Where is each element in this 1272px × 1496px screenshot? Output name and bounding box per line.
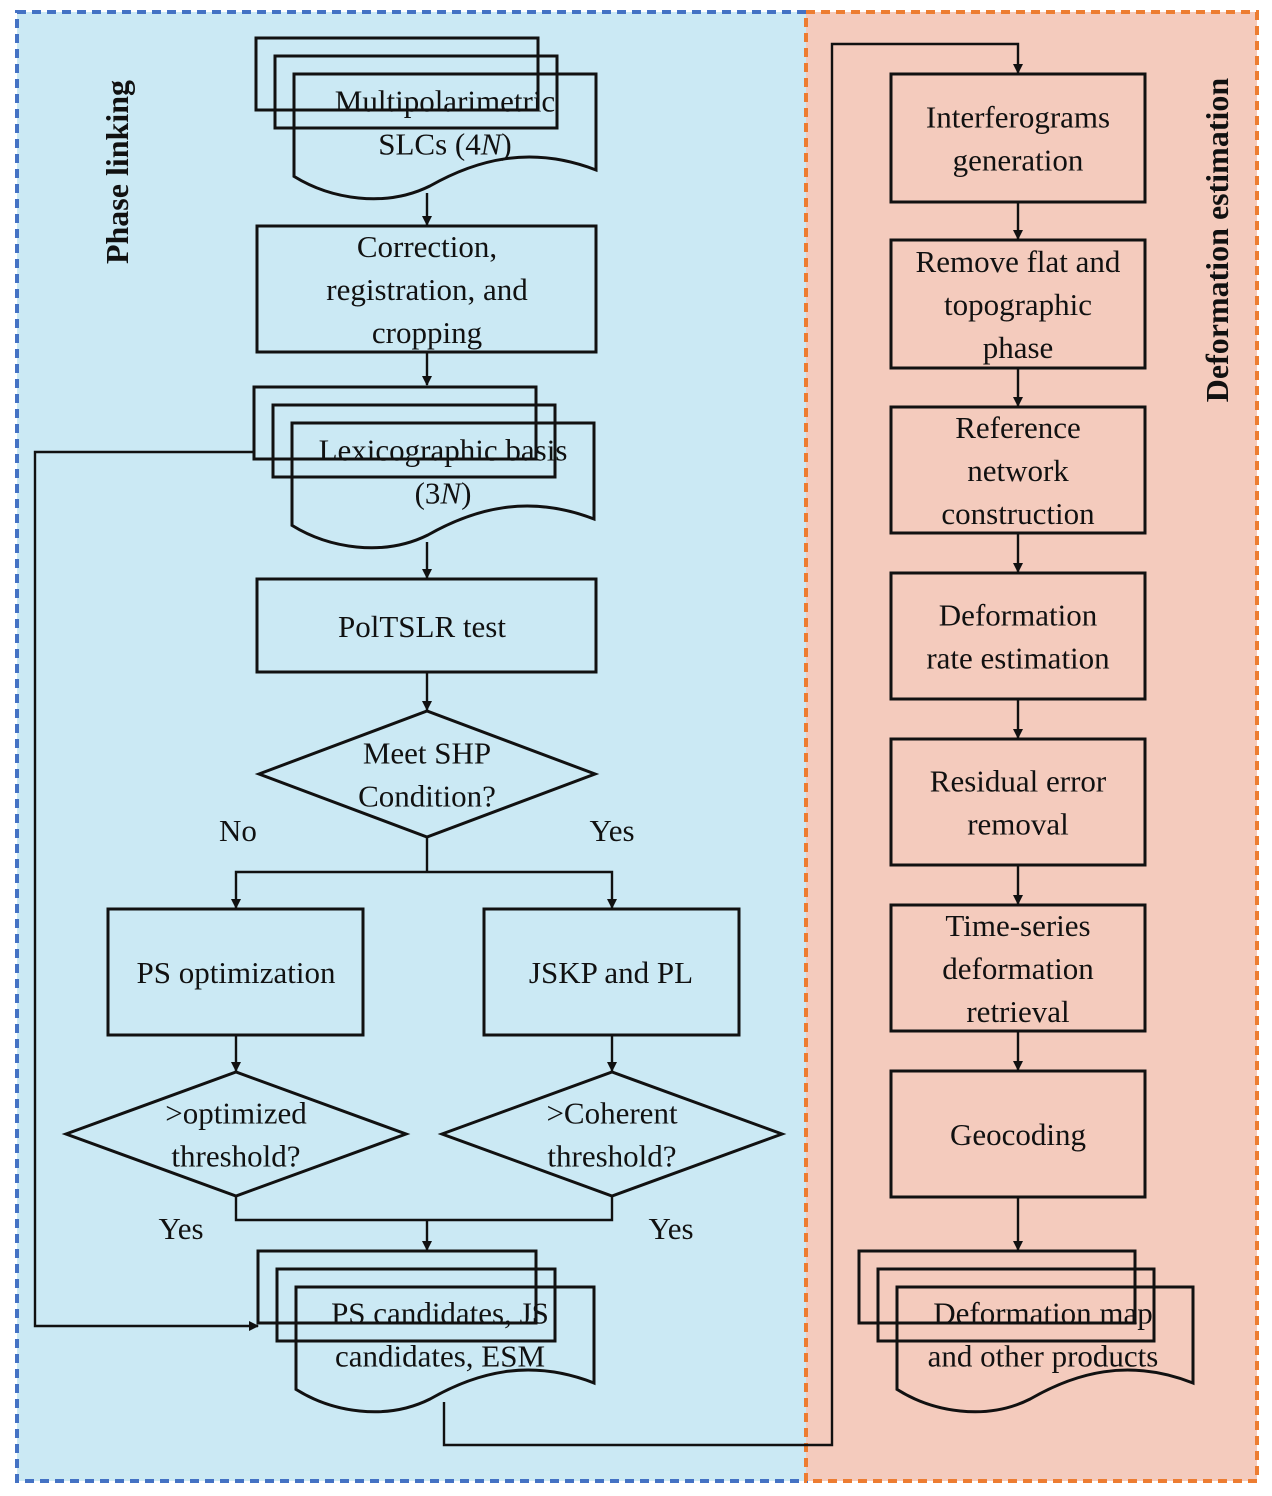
deformation-estimation-panel — [804, 10, 1259, 1483]
deformation-step-label-5-line: Residual error — [930, 764, 1107, 799]
output-label-line: and other products — [928, 1339, 1159, 1374]
ps-optimization-label-line: PS optimization — [137, 955, 336, 990]
output-document-stack-sheet-front — [895, 1285, 1195, 1414]
connector-thresholds-merge — [234, 1196, 614, 1222]
candidates-label: PS candidates, JS candidates, ESM — [331, 1296, 549, 1374]
lexicographic-label-line: (3N) — [415, 476, 472, 511]
yes-left-label: Yes — [158, 1211, 203, 1246]
deformation-step-label-7: Geocoding — [950, 1117, 1086, 1152]
candidates-document-stack — [256, 1249, 596, 1414]
deformation-step-label-4-line: rate estimation — [926, 641, 1110, 676]
deformation-step-label-1: Interferograms generation — [926, 100, 1110, 178]
output-document-stack — [857, 1249, 1195, 1414]
deformation-step-label-2-line: phase — [983, 330, 1054, 365]
candidates-document-stack-sheet-middle — [275, 1267, 557, 1343]
arrow-shp-to-jskp — [427, 870, 617, 909]
output-document-stack-sheet-middle — [876, 1267, 1156, 1343]
deformation-step-label-2: Remove flat and topographic phase — [916, 244, 1121, 365]
deformation-step-label-3-line: construction — [941, 496, 1095, 531]
coherent-threshold-diamond — [437, 1070, 787, 1198]
deformation-step-label-2-line: Remove flat and — [916, 244, 1121, 279]
correction-label-line: registration, and — [326, 272, 528, 307]
yes-right-label: Yes — [648, 1211, 693, 1246]
deformation-step-label-6-line: deformation — [942, 951, 1094, 986]
deformation-step-label-1-line: Interferograms — [926, 100, 1110, 135]
no-branch-label: No — [219, 813, 257, 848]
no-branch-label-line: No — [219, 813, 257, 848]
arrow-lexicographic-to-candidates — [33, 450, 259, 1331]
optimized-threshold-diamond — [61, 1070, 411, 1198]
yes-branch-label: Yes — [589, 813, 634, 848]
shp-decision-label: Meet SHP Condition? — [358, 736, 496, 814]
phase-linking-title: Phase linking — [99, 80, 135, 264]
deformation-step-label-5: Residual error removal — [930, 764, 1107, 842]
slcs-label-line: Multipolarimetric — [335, 84, 555, 119]
candidates-document-stack-sheet-front — [294, 1285, 596, 1414]
lexicographic-label: Lexicographic basis (3N) — [319, 433, 568, 511]
lexicographic-document-stack-sheet-middle — [271, 403, 557, 479]
deformation-step-label-6: Time-series deformation retrieval — [942, 908, 1094, 1029]
deformation-step-label-3-line: Reference — [955, 410, 1081, 445]
deformation-step-label-1-line: generation — [953, 143, 1084, 178]
deformation-step-label-5-line: removal — [967, 807, 1069, 842]
coherent-threshold-label: >Coherent threshold? — [546, 1096, 678, 1174]
candidates-label-line: candidates, ESM — [335, 1339, 545, 1374]
coherent-threshold-label-line: threshold? — [547, 1139, 676, 1174]
deformation-step-label-2-line: topographic — [944, 287, 1092, 322]
yes-branch-label-line: Yes — [589, 813, 634, 848]
correction-label-line: Correction, — [357, 229, 497, 264]
candidates-label-line: PS candidates, JS — [331, 1296, 549, 1331]
correction-label: Correction, registration, and cropping — [326, 229, 528, 350]
deformation-step-label-6-line: Time-series — [945, 908, 1090, 943]
shp-decision-label-line: Condition? — [358, 779, 496, 814]
optimized-threshold-label-line: >optimized — [165, 1096, 307, 1131]
coherent-threshold-label-line: >Coherent — [546, 1096, 678, 1131]
yes-left-label-line: Yes — [158, 1211, 203, 1246]
optimized-threshold-label: >optimized threshold? — [165, 1096, 307, 1174]
deformation-step-label-4-line: Deformation — [939, 598, 1098, 633]
arrow-shp-to-ps-optimization — [231, 870, 427, 909]
output-label-line: Deformation map — [933, 1296, 1153, 1331]
ps-optimization-label: PS optimization — [137, 955, 336, 990]
shp-decision-label-line: Meet SHP — [363, 736, 491, 771]
yes-right-label-line: Yes — [648, 1211, 693, 1246]
slcs-label-line: SLCs (4N) — [378, 127, 512, 162]
deformation-estimation-title: Deformation estimation — [1199, 78, 1235, 403]
deformation-step-label-3: Reference network construction — [941, 410, 1095, 531]
correction-label-line: cropping — [372, 315, 482, 350]
lexicographic-document-stack — [252, 385, 596, 550]
deformation-step-label-7-line: Geocoding — [950, 1117, 1086, 1152]
output-label: Deformation map and other products — [928, 1296, 1159, 1374]
poltslr-label-line: PolTSLR test — [338, 609, 506, 644]
lexicographic-label-line: Lexicographic basis — [319, 433, 568, 468]
deformation-step-label-6-line: retrieval — [966, 994, 1069, 1029]
phase-linking-panel — [15, 10, 808, 1483]
arrow-candidates-to-interferograms — [442, 42, 1023, 1447]
optimized-threshold-label-line: threshold? — [171, 1139, 300, 1174]
jskp-pl-label: JSKP and PL — [529, 955, 693, 990]
deformation-step-label-3-line: network — [967, 453, 1069, 488]
slcs-document-stack-sheet-front — [292, 72, 598, 201]
lexicographic-document-stack-sheet-front — [290, 421, 596, 550]
slcs-document-stack — [254, 36, 598, 201]
jskp-pl-label-line: JSKP and PL — [529, 955, 693, 990]
shp-decision-diamond — [254, 709, 600, 839]
slcs-document-stack-sheet-middle — [273, 54, 559, 130]
deformation-step-label-4: Deformation rate estimation — [926, 598, 1110, 676]
poltslr-label: PolTSLR test — [338, 609, 506, 644]
